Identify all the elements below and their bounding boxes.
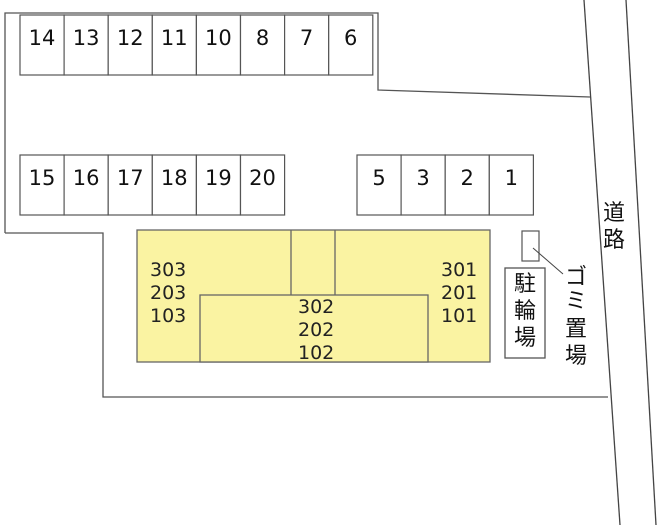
bicycle-parking bbox=[504, 267, 546, 359]
unit-label: 101 bbox=[441, 305, 477, 327]
building-center-wing bbox=[199, 294, 429, 363]
bicycle-parking-label: 輪 bbox=[514, 299, 536, 324]
parking-space-number: 19 bbox=[205, 166, 232, 190]
garbage-label: ゴ bbox=[565, 265, 587, 290]
road-label: 路 bbox=[603, 228, 625, 253]
unit-label: 203 bbox=[150, 282, 186, 304]
garbage-area bbox=[521, 230, 540, 262]
parking-space bbox=[356, 154, 402, 216]
parking-space-number: 1 bbox=[505, 166, 518, 190]
unit-label: 302 bbox=[298, 296, 334, 318]
parking-space bbox=[19, 154, 65, 216]
parking-space-number: 6 bbox=[344, 26, 357, 50]
road-edge-right bbox=[625, 0, 657, 525]
parking-spaces: 14 13 12 11 10 8 7 6 15 16 17 18 19 20 5 3 2 1 bbox=[19, 14, 534, 216]
road-edge-left bbox=[583, 0, 621, 525]
site-boundary-bottom bbox=[5, 232, 608, 398]
parking-space-number: 8 bbox=[256, 26, 269, 50]
garbage-label: 置 bbox=[565, 317, 587, 342]
unit-label: 102 bbox=[298, 342, 334, 364]
parking-space-number: 15 bbox=[29, 166, 56, 190]
parking-space-number: 11 bbox=[161, 26, 188, 50]
site-boundary bbox=[4, 12, 591, 233]
parking-space bbox=[63, 154, 109, 216]
parking-space-number: 3 bbox=[416, 166, 429, 190]
parking-space bbox=[151, 14, 198, 76]
bicycle-parking-label: 場 bbox=[514, 326, 536, 351]
parking-space bbox=[63, 14, 109, 76]
parking-space bbox=[239, 154, 286, 216]
parking-space-number: 10 bbox=[205, 26, 232, 50]
parking-space bbox=[284, 14, 330, 76]
parking-space bbox=[107, 154, 153, 216]
garbage-leader-line bbox=[532, 247, 564, 275]
bicycle-parking-label: 駐 bbox=[514, 272, 536, 297]
parking-space-number: 18 bbox=[161, 166, 188, 190]
garbage-label: ミ bbox=[565, 289, 587, 314]
parking-space-number: 13 bbox=[73, 26, 100, 50]
parking-space bbox=[239, 14, 286, 76]
parking-space-number: 16 bbox=[73, 166, 100, 190]
unit-label: 303 bbox=[150, 259, 186, 281]
parking-space bbox=[151, 154, 198, 216]
parking-space-number: 20 bbox=[249, 166, 276, 190]
parking-space bbox=[444, 154, 490, 216]
parking-space-number: 2 bbox=[461, 166, 474, 190]
parking-space-number: 14 bbox=[29, 26, 56, 50]
parking-space bbox=[328, 14, 374, 76]
unit-label: 103 bbox=[150, 305, 186, 327]
parking-space-number: 12 bbox=[117, 26, 144, 50]
road-label: 道 bbox=[603, 201, 625, 226]
unit-label: 301 bbox=[441, 259, 477, 281]
unit-label: 201 bbox=[441, 282, 477, 304]
garbage-label: 場 bbox=[565, 344, 587, 369]
parking-space-number: 17 bbox=[117, 166, 144, 190]
parking-space bbox=[107, 14, 153, 76]
parking-space-number: 7 bbox=[300, 26, 313, 50]
unit-label: 202 bbox=[298, 319, 334, 341]
parking-space bbox=[488, 154, 534, 216]
parking-space bbox=[400, 154, 446, 216]
parking-space-number: 5 bbox=[372, 166, 385, 190]
